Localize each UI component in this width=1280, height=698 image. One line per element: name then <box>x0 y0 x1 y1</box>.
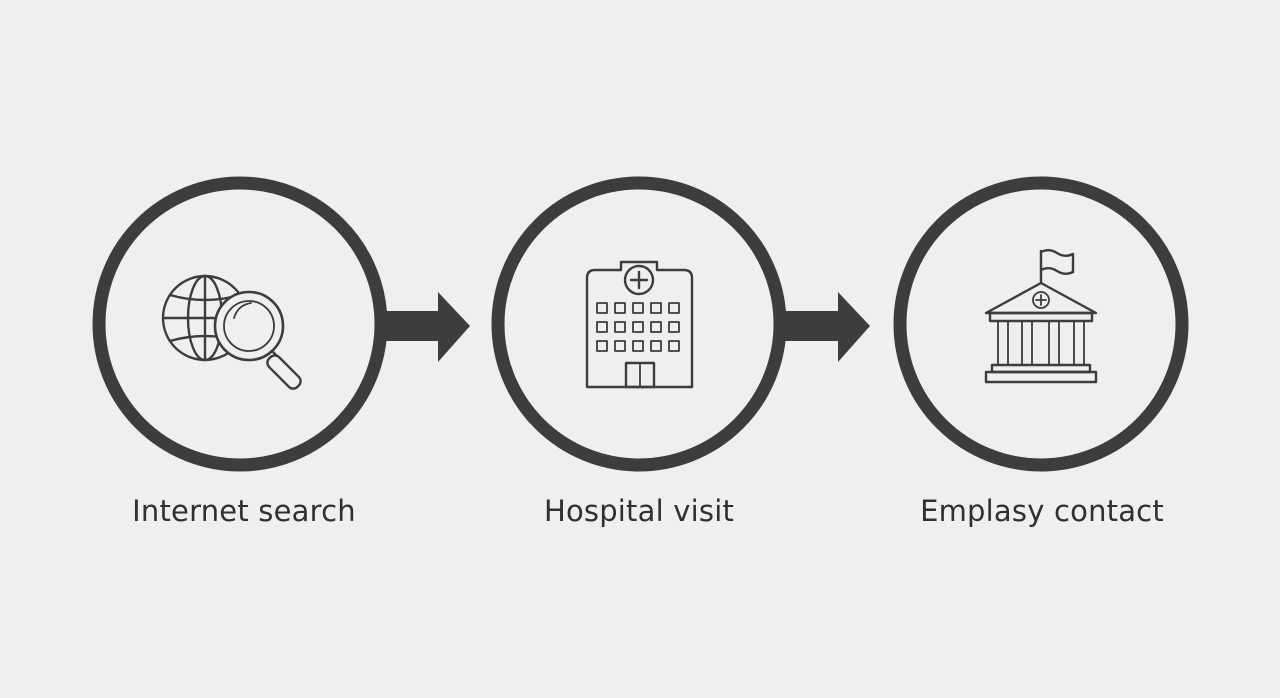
step-label-internet-search: Internet search <box>132 494 356 528</box>
step-label-hospital-visit: Hospital visit <box>543 494 735 528</box>
step-1-circle <box>92 176 388 472</box>
step-internet-search <box>92 176 388 472</box>
step-3-circle <box>893 176 1189 472</box>
step-hospital-visit <box>491 176 787 472</box>
globe-search-icon <box>161 274 302 390</box>
arrow-2 <box>782 292 870 362</box>
step-label-emplasy-contact: Emplasy contact <box>920 494 1164 528</box>
hospital-building-icon <box>585 260 694 389</box>
step-emplasy-contact <box>893 176 1189 472</box>
embassy-building-icon <box>984 249 1098 384</box>
step-2-circle <box>491 176 787 472</box>
arrow-1 <box>382 292 470 362</box>
